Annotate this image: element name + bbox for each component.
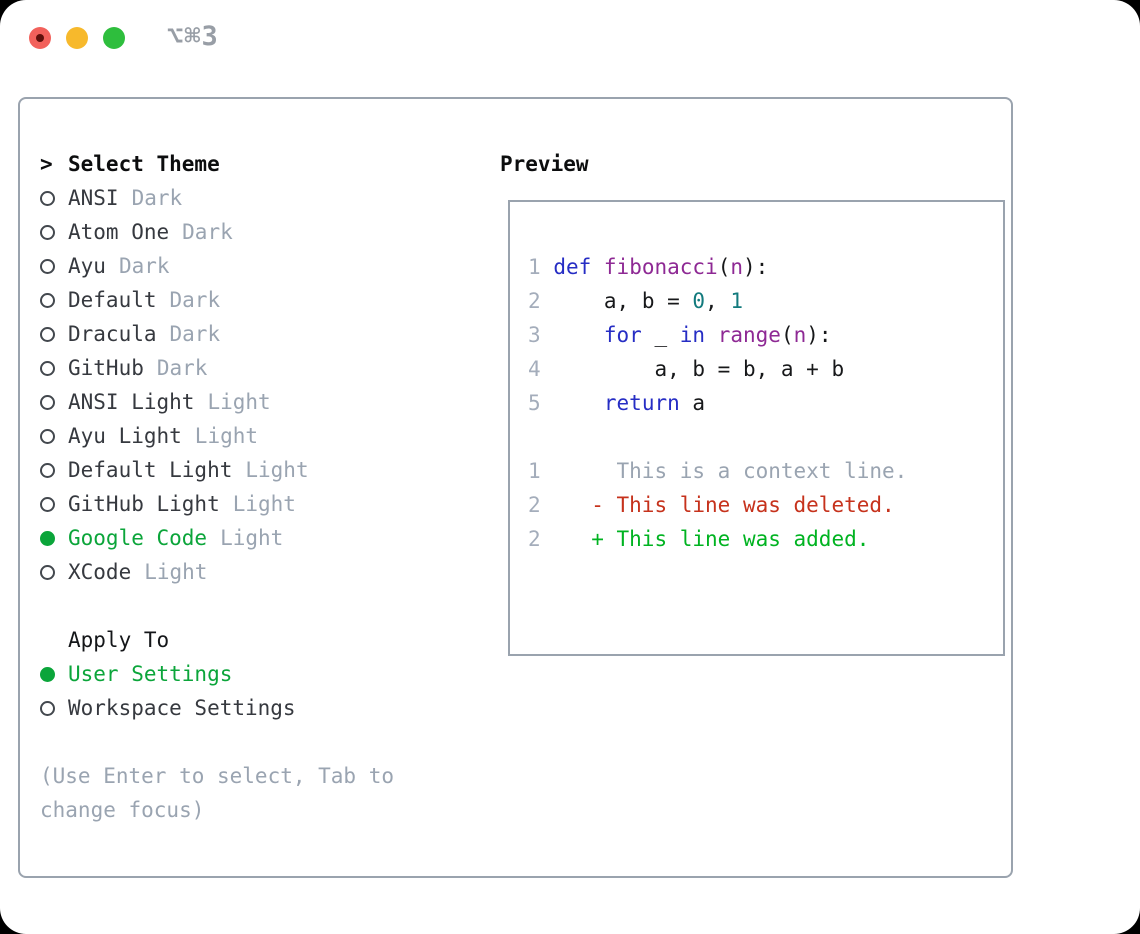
window-controls	[29, 27, 125, 49]
radio-icon	[40, 428, 55, 444]
radio-icon	[40, 224, 55, 240]
apply-to-option[interactable]: Workspace Settings	[40, 691, 472, 725]
code-line: 4 a, b = b, a + b	[528, 357, 845, 381]
code-line: 5 return a	[528, 391, 706, 415]
apply-to-option[interactable]: User Settings	[40, 657, 472, 691]
window-title: ⌥⌘3	[167, 21, 219, 52]
radio-icon	[40, 292, 55, 308]
preview-title: Preview	[500, 152, 589, 176]
diff-preview: 1 This is a context line. 2 - This line w…	[528, 454, 1003, 556]
radio-icon	[40, 326, 55, 342]
code-line: 1 def fibonacci(n):	[528, 255, 769, 279]
radio-icon	[40, 190, 55, 206]
close-dot-icon	[36, 34, 44, 42]
radio-icon	[40, 258, 55, 274]
radio-icon	[40, 564, 55, 580]
radio-icon	[40, 496, 55, 512]
radio-icon	[40, 394, 55, 410]
maximize-button[interactable]	[103, 27, 125, 49]
preview-column: Preview 1 def fibonacci(n): 2 a, b = 0, 1…	[500, 147, 1005, 656]
diff-line: 1 This is a context line.	[528, 459, 908, 483]
diff-line: 2 - This line was deleted.	[528, 493, 895, 517]
select-theme-title: Select Theme	[68, 152, 220, 176]
radio-selected-icon	[40, 530, 55, 546]
radio-selected-icon	[40, 666, 55, 682]
select-theme-header: > Select Theme	[40, 147, 472, 181]
focus-caret: >	[40, 152, 53, 176]
hint-text: (Use Enter to select, Tab to change focu…	[40, 764, 395, 822]
preview-header: Preview	[500, 147, 1005, 181]
radio-icon	[40, 360, 55, 376]
code-line: 3 for _ in range(n):	[528, 323, 832, 347]
apply-to-title: Apply To	[68, 628, 170, 652]
close-button[interactable]	[29, 27, 51, 49]
diff-line: 2 + This line was added.	[528, 527, 870, 551]
code-preview: 1 def fibonacci(n): 2 a, b = 0, 1 3 for _ …	[528, 250, 1003, 420]
minimize-button[interactable]	[66, 27, 88, 49]
preview-box: 1 def fibonacci(n): 2 a, b = 0, 1 3 for _ …	[508, 200, 1005, 656]
apply-to-header: Apply To	[40, 623, 472, 657]
code-line: 2 a, b = 0, 1	[528, 289, 743, 313]
radio-icon	[40, 462, 55, 478]
radio-icon	[40, 700, 55, 716]
